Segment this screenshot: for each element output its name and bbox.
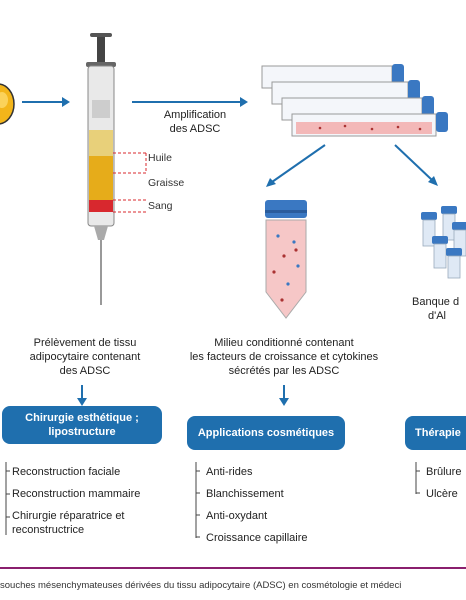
right-application-list: Brûlure Ulcère [426, 465, 466, 509]
center-application-list: Anti-rides Blanchissement Anti-oxydant C… [206, 465, 356, 553]
arrow-to-cosmetics-box-icon [279, 385, 289, 406]
figure-caption: souches mésenchymateuses dérivées du tis… [0, 580, 402, 591]
cryovial-bank-icon [421, 206, 466, 279]
left-list-bracket [5, 462, 10, 535]
conditioned-medium-tube-icon [265, 200, 307, 319]
caption-divider [0, 567, 466, 569]
arrow-to-syringe-icon [22, 97, 70, 107]
right-branch-description: Banque d d'Al [412, 296, 460, 322]
list-item: Croissance capillaire [206, 532, 308, 544]
surgery-box: Chirurgie esthétique ; lipostructure [2, 406, 162, 444]
center-list-bracket [195, 462, 200, 538]
cosmetics-box: Applications cosmétiques [187, 416, 345, 450]
amplification-label: Amplification des ADSC [163, 109, 227, 135]
arrow-to-medium-icon [266, 144, 326, 187]
therapy-box: Thérapie [405, 416, 466, 450]
list-item: Chirurgie réparatrice et reconstructrice [12, 510, 125, 536]
list-item: Reconstruction mammaire [12, 488, 141, 500]
left-branch-description: Prélèvement de tissu adipocytaire conten… [29, 337, 141, 377]
culture-flasks-icon [261, 64, 448, 137]
arrow-to-bank-icon [394, 144, 438, 186]
adipose-tissue-icon [0, 83, 15, 125]
list-item: Reconstruction faciale [12, 466, 121, 478]
syringe-icon [86, 33, 147, 305]
syringe-label-blood: Sang [148, 200, 173, 212]
list-item: Ulcère [426, 488, 458, 500]
arrow-to-surgery-box-icon [77, 385, 87, 406]
left-application-list: Reconstruction faciale Reconstruction ma… [12, 465, 172, 537]
syringe-label-oil: Huile [148, 152, 172, 164]
syringe-label-fat: Graisse [148, 177, 185, 189]
list-item: Blanchissement [206, 488, 284, 500]
arrow-to-flasks-icon [132, 97, 248, 107]
list-item: Anti-rides [206, 466, 253, 478]
list-item: Anti-oxydant [206, 510, 268, 522]
list-item: Brûlure [426, 466, 462, 478]
center-branch-description: Milieu conditionné contenant les facteur… [189, 337, 379, 377]
right-list-bracket [415, 462, 420, 494]
